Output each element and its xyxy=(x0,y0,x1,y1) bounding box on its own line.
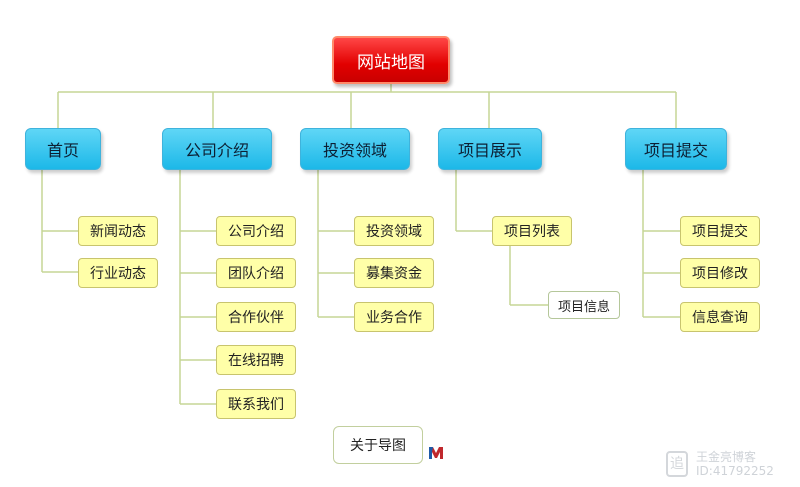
leaf-node-info-query[interactable]: 信息查询 xyxy=(680,302,760,332)
category-node-projects[interactable]: 项目展示 xyxy=(438,128,542,170)
watermark-id: ID:41792252 xyxy=(696,464,774,478)
leaf-node-business-cooperation[interactable]: 业务合作 xyxy=(354,302,434,332)
leaf-node-industry-news[interactable]: 行业动态 xyxy=(78,258,158,288)
category-node-submit[interactable]: 项目提交 xyxy=(625,128,727,170)
watermark-author: 王金亮博客 xyxy=(696,450,757,464)
leaf-node-contact[interactable]: 联系我们 xyxy=(216,389,296,419)
watermark: 追 王金亮博客 ID:41792252 xyxy=(666,448,796,484)
leaf-node-project-info[interactable]: 项目信息 xyxy=(548,291,620,319)
root-node[interactable]: 网站地图 xyxy=(332,36,450,84)
leaf-node-partners[interactable]: 合作伙伴 xyxy=(216,302,296,332)
about-mindmap-button[interactable]: 关于导图 xyxy=(333,426,423,464)
leaf-node-team[interactable]: 团队介绍 xyxy=(216,258,296,288)
category-node-company[interactable]: 公司介绍 xyxy=(162,128,272,170)
leaf-node-project-edit[interactable]: 项目修改 xyxy=(680,258,760,288)
category-node-investment[interactable]: 投资领域 xyxy=(300,128,410,170)
watermark-logo-icon: 追 xyxy=(666,451,688,477)
leaf-node-investment-areas[interactable]: 投资领域 xyxy=(354,216,434,246)
leaf-node-news[interactable]: 新闻动态 xyxy=(78,216,158,246)
leaf-node-project-list[interactable]: 项目列表 xyxy=(492,216,572,246)
leaf-node-company-intro[interactable]: 公司介绍 xyxy=(216,216,296,246)
mindmap-app-icon xyxy=(428,446,444,460)
category-node-home[interactable]: 首页 xyxy=(25,128,101,170)
leaf-node-careers[interactable]: 在线招聘 xyxy=(216,345,296,375)
leaf-node-project-submit[interactable]: 项目提交 xyxy=(680,216,760,246)
leaf-node-fundraising[interactable]: 募集资金 xyxy=(354,258,434,288)
